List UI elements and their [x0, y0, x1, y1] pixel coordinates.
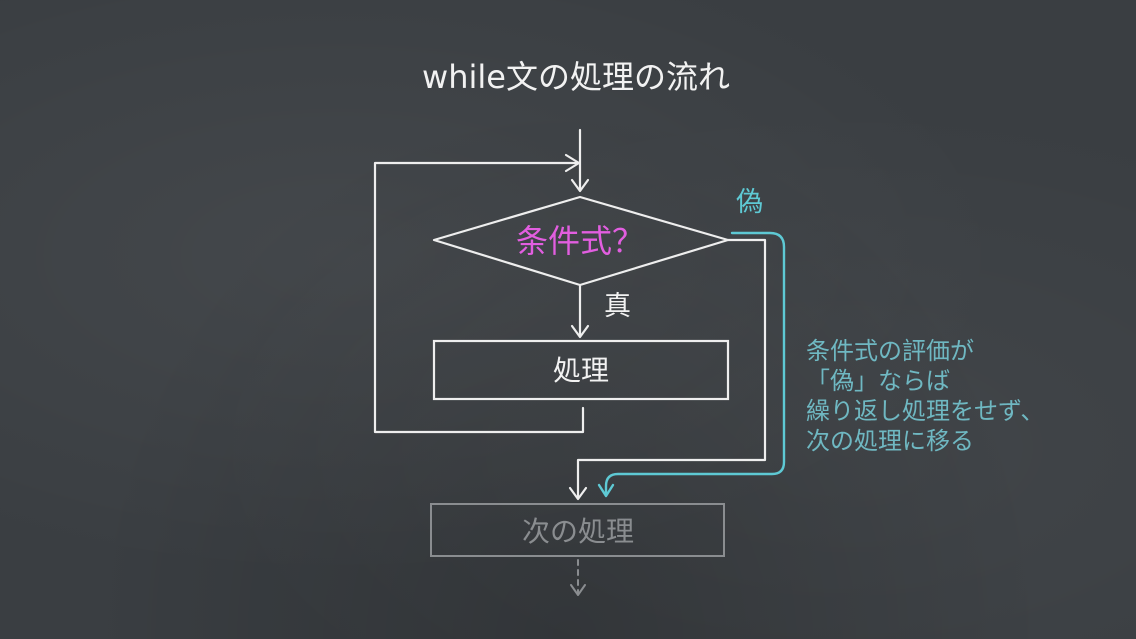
false-highlight-arrow [597, 231, 786, 498]
true-label: 真 [604, 291, 631, 322]
explanation-note: 条件式の評価が 「偽」ならば 繰り返し処理をせず、 次の処理に移る [806, 337, 1044, 455]
false-label: 偽 [736, 187, 763, 218]
condition-label: 条件式？ [516, 222, 644, 260]
next-process-label: 次の処理 [522, 515, 634, 548]
loop-back-arrow [373, 153, 585, 434]
false-exit-path [568, 238, 767, 501]
process-box [432, 339, 730, 401]
note-line-2: 「偽」ならば [806, 367, 950, 395]
entry-arrow [570, 128, 590, 193]
true-arrow [570, 284, 590, 339]
process-label: 処理 [553, 354, 609, 387]
diagram-title: while文の処理の流れ [422, 58, 730, 96]
note-line-3: 繰り返し処理をせず、 [806, 397, 1044, 425]
note-line-4: 次の処理に移る [806, 427, 974, 455]
continuation-arrow [570, 559, 586, 596]
note-line-1: 条件式の評価が [806, 337, 974, 365]
next-process-box [430, 503, 725, 557]
